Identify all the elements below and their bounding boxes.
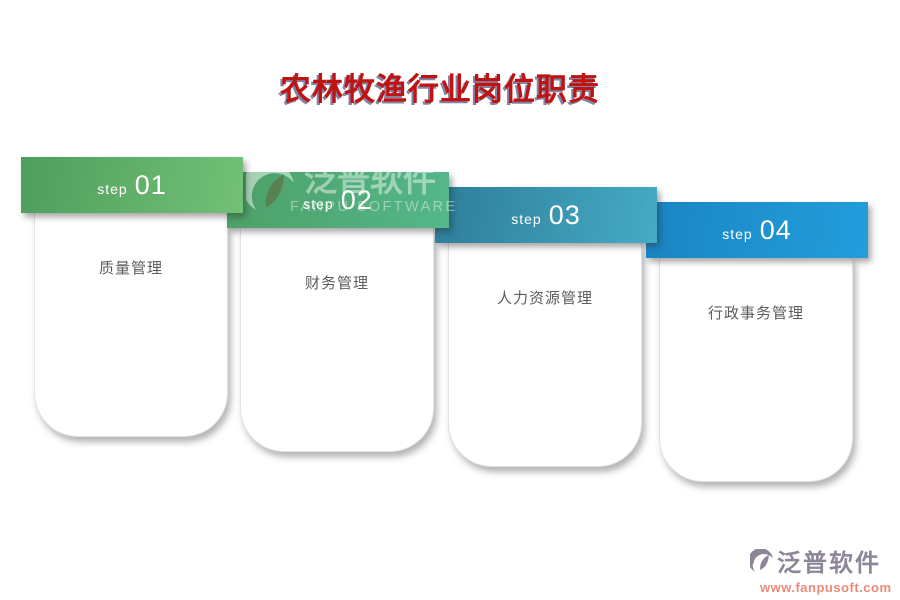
step-card-1-title: 质量管理 <box>98 260 163 277</box>
step-number: 03 <box>548 200 581 230</box>
step-number: 01 <box>134 170 167 200</box>
step-card-4-header: step 04 <box>646 202 868 258</box>
step-number: 02 <box>340 185 373 215</box>
fanpu-logo-icon <box>750 549 773 572</box>
step-card-1-header: step 01 <box>21 157 243 213</box>
step-card-4-body: 行政事务管理 <box>659 258 853 482</box>
footer-brand-block: 泛普软件 www.fanpusoft.com <box>750 549 898 595</box>
step-card-1-body: 质量管理 <box>34 213 228 437</box>
step-number: 04 <box>759 215 792 245</box>
step-card-3-title: 人力资源管理 <box>496 290 593 307</box>
step-word: step <box>303 196 334 212</box>
step-card-3-body: 人力资源管理 <box>448 243 642 467</box>
step-word: step <box>722 226 753 242</box>
footer-brand-row: 泛普软件 <box>750 549 898 579</box>
step-word: step <box>511 211 542 227</box>
step-card-2-body: 财务管理 <box>240 228 434 452</box>
step-card-4-title: 行政事务管理 <box>707 305 804 322</box>
footer-brand-name: 泛普软件 <box>777 550 881 577</box>
step-card-2-header: step 02 <box>227 172 449 228</box>
page-title: 农林牧渔行业岗位职责 <box>280 72 600 107</box>
step-word: step <box>97 181 128 197</box>
step-card-2-title: 财务管理 <box>304 275 369 292</box>
footer-url: www.fanpusoft.com <box>760 580 892 595</box>
step-card-3-header: step 03 <box>435 187 657 243</box>
